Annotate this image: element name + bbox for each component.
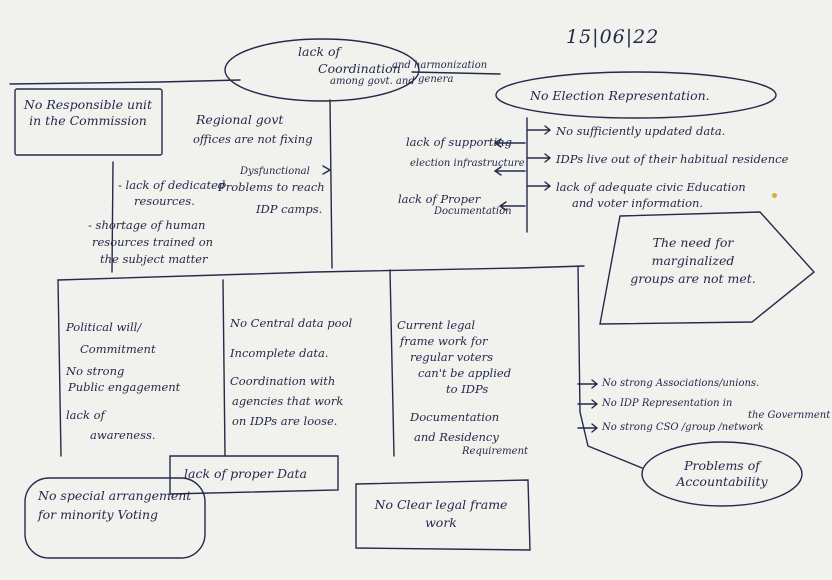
lack-proper-data: lack of proper Data	[184, 466, 307, 481]
acc-arrow-2	[577, 399, 599, 409]
central-line-2: Coordination	[318, 61, 401, 76]
col2-item-3c: on IDPs are loose.	[232, 414, 338, 428]
arrow-left-2	[493, 166, 526, 176]
regional-offices-line-2: offices are not fixing	[193, 132, 313, 146]
col3-item-1c: regular voters	[410, 350, 494, 364]
right-list-item-1: No sufficiently updated data.	[556, 124, 726, 138]
no-election-representation-ellipse	[495, 71, 777, 119]
dysfunctional-line-3: IDP camps.	[256, 202, 323, 216]
accountability-item-2b: the Government	[748, 410, 831, 421]
no-responsible-unit-box	[14, 88, 163, 156]
col3-item-1b: frame work for	[400, 334, 488, 348]
col2-item-3: Coordination with	[230, 374, 336, 388]
center-vertical-line	[329, 99, 333, 269]
lack-supporting-line-2: election infrastructure	[410, 158, 525, 169]
no-special-arrangement: No special arrangement for minority Voti…	[38, 488, 192, 522]
highlight-dot	[772, 193, 777, 198]
regional-offices-line-1: Regional govt	[196, 112, 284, 127]
arrow-left-1	[493, 138, 526, 148]
central-to-election-line	[411, 71, 501, 75]
right-list-item-4: and voter information.	[572, 196, 704, 210]
acc-connector	[579, 411, 643, 469]
no-responsible-unit: No Responsible unit in the Commission	[23, 97, 153, 128]
arrow-right-3	[527, 181, 552, 191]
column-divider-3	[389, 269, 395, 457]
no-legal-framework: No Clear legal frame work	[374, 497, 508, 530]
dysfunctional-arrow	[322, 165, 331, 175]
col3-item-1d: can't be applied	[418, 366, 512, 380]
right-list-item-2: IDPs live out of their habitual residenc…	[556, 152, 789, 166]
no-special-arrangement-box	[24, 477, 206, 559]
acc-arrow-1	[577, 379, 599, 389]
accountability-ellipse	[641, 441, 803, 507]
shortage-line-3: the subject matter	[100, 252, 208, 266]
dysfunctional-line-2: Problems to reach	[218, 180, 325, 194]
lack-supporting-line-1: lack of supporting	[406, 135, 512, 149]
marginalized-need: The need for marginalized groups are not…	[630, 235, 756, 286]
col2-item-2: Incomplete data.	[230, 346, 329, 360]
central-line-3: among govt. and	[330, 76, 415, 87]
shortage-line-2: resources trained on	[92, 235, 214, 249]
accountability-item-1: No strong Associations/unions.	[602, 378, 760, 389]
arrow-right-1	[527, 125, 552, 135]
col3-item-2b: and Residency	[414, 430, 499, 444]
right-list-item-3: lack of adequate civic Education	[556, 180, 746, 194]
col1-item-1: Political will/	[66, 320, 142, 334]
lack-proper-data-box	[169, 455, 339, 495]
col3-item-1: Current legal	[397, 318, 476, 332]
arrow-right-2	[527, 153, 552, 163]
accountability-item-3: No strong CSO /group /network	[602, 422, 764, 433]
col3-item-2: Documentation	[410, 410, 500, 424]
left-sub-vertical	[111, 161, 114, 273]
dysfunctional-line-1: Dysfunctional	[240, 166, 310, 177]
accountability-item-2: No IDP Representation in	[602, 398, 733, 409]
marginalized-arrow-shape	[599, 211, 816, 325]
central-problem-ellipse	[224, 38, 420, 102]
central-left-branch	[9, 79, 241, 85]
date-label: 15|06|22	[566, 26, 660, 48]
shortage-line-1: - shortage of human	[88, 218, 206, 232]
lack-dedicated-line-2: resources.	[134, 194, 195, 208]
no-legal-framework-box	[355, 479, 531, 551]
main-horizontal-divider	[57, 265, 585, 281]
central-line-2-overlay: and harmonization	[392, 60, 488, 71]
col2-item-3b: agencies that work	[232, 394, 344, 408]
col1-item-2b: Public engagement	[68, 380, 181, 394]
central-line-3-overlay: genera	[418, 74, 454, 85]
column-divider-1	[57, 279, 62, 457]
central-line-1: lack of	[298, 44, 341, 59]
acc-arrow-3	[577, 423, 599, 433]
col3-item-2c: Requirement	[462, 446, 529, 457]
accountability-problems: Problems of Accountability	[676, 458, 768, 489]
col3-item-1e: to IDPs	[446, 382, 489, 396]
lack-dedicated-line-1: - lack of dedicated	[118, 178, 226, 192]
column-divider-4	[577, 265, 581, 413]
lack-documentation-line-2: Documentation	[434, 206, 512, 217]
col1-item-3b: awareness.	[90, 428, 156, 442]
arrow-left-3	[498, 201, 526, 211]
no-election-representation: No Election Representation.	[530, 88, 710, 103]
col2-item-1: No Central data pool	[230, 316, 353, 330]
lack-documentation-line-1: lack of Proper	[398, 192, 481, 206]
col1-item-2: No strong	[66, 364, 125, 378]
column-divider-2	[222, 279, 226, 457]
col1-item-3: lack of	[66, 408, 105, 422]
col1-item-1b: Commitment	[80, 342, 156, 356]
